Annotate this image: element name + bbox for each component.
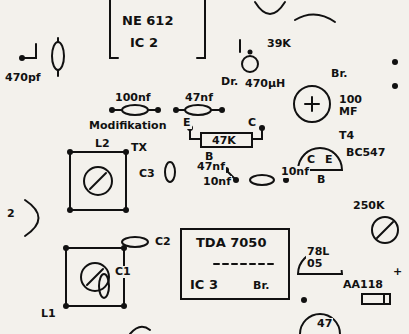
component-label: B	[316, 174, 326, 186]
component-label: 100 MF	[338, 94, 375, 118]
component-label: Br.	[330, 68, 348, 80]
part-ref: IC 2	[130, 36, 158, 50]
component-label: C2	[154, 236, 172, 248]
component-label: C	[306, 154, 316, 166]
part-name: NE 612	[122, 14, 173, 28]
component-label: 10nf	[280, 166, 310, 178]
component-label: Modifikation	[88, 120, 167, 132]
component-label: +	[392, 266, 403, 278]
component-label: 47	[316, 318, 333, 330]
part-ref: IC 3	[190, 278, 218, 292]
component-label: 470µH	[244, 78, 286, 90]
part-name: 47K	[212, 134, 236, 148]
component-label: 10nf	[202, 176, 232, 188]
component-label: 2	[6, 208, 16, 220]
ic-outline: NE 612 IC 2	[108, 8, 207, 60]
component-label: 78L 05	[306, 246, 343, 270]
component-label: AA118	[342, 279, 384, 291]
component-label: E	[182, 117, 192, 129]
resistor-body: 47K	[200, 132, 253, 148]
component-label: L1	[40, 308, 57, 320]
component-label: C3	[138, 168, 156, 180]
component-label: 47nf	[184, 92, 214, 104]
component-label: BC547	[345, 147, 386, 159]
ic-outline: TDA 7050 IC 3	[180, 228, 290, 300]
component-label: E	[324, 154, 334, 166]
component-label: C1	[114, 266, 132, 278]
part-name: TDA 7050	[196, 236, 266, 250]
component-label: 39K	[266, 38, 292, 50]
component-label: T4	[338, 130, 355, 142]
component-label: Dr.	[220, 76, 239, 88]
component-label: 250K	[352, 200, 386, 212]
component-label: C	[247, 117, 257, 129]
component-label: 470pf	[4, 72, 42, 84]
component-label: 47nf	[196, 161, 226, 173]
component-label: L2	[94, 138, 111, 150]
component-label: Br.	[252, 280, 270, 292]
component-label: 100nf	[114, 92, 152, 104]
component-label: TX	[130, 142, 148, 154]
